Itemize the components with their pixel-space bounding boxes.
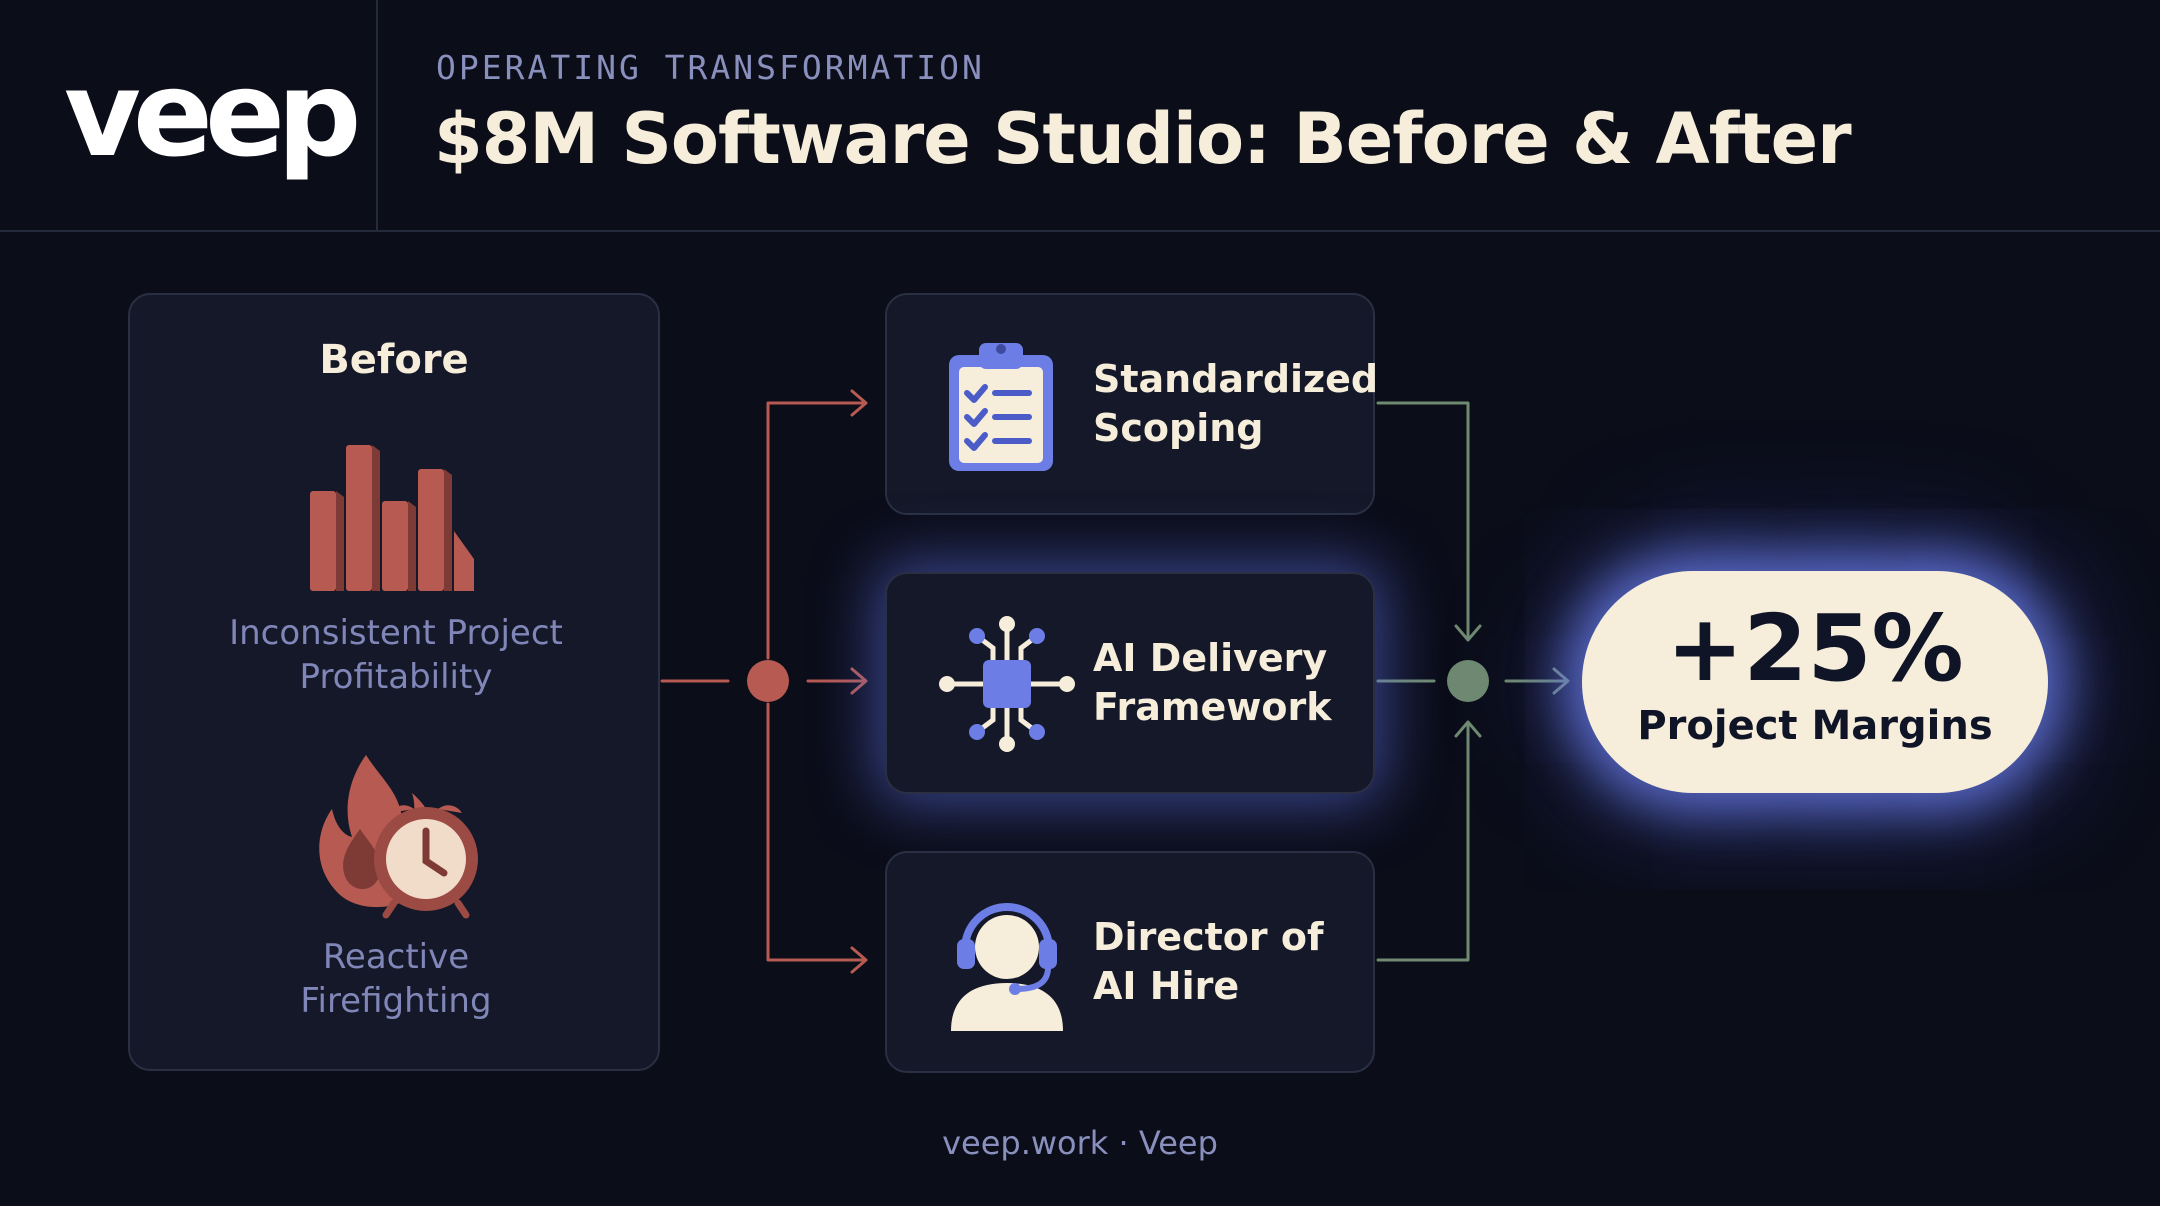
label-line: Standardized: [1093, 357, 1379, 401]
before-hub-node: [747, 660, 789, 702]
label-line: Director of: [1093, 915, 1324, 959]
result-value: +25%: [1666, 595, 1964, 702]
declining-bar-chart-icon: [310, 445, 474, 591]
veep-logo: veep: [64, 45, 361, 183]
before-title: Before: [319, 337, 469, 383]
headset-person-icon: [951, 903, 1063, 1031]
page-title: $8M Software Studio: Before & After: [434, 98, 1852, 180]
label-line: Inconsistent Project: [229, 613, 563, 653]
result-label: Project Margins: [1637, 703, 1993, 749]
before-item-label: Inconsistent Project Profitability: [150, 611, 642, 699]
label-line: Scoping: [1093, 406, 1264, 450]
fire-alarm-clock-icon: [319, 755, 478, 919]
label-line: Firefighting: [300, 981, 492, 1021]
before-item-label: Reactive Firefighting: [150, 935, 642, 1023]
before-panel: Before Inconsistent Project Profitabilit…: [128, 293, 660, 1071]
arrow-head-step-1: [850, 389, 868, 417]
arrow-head-hub-bottom: [1454, 720, 1482, 738]
step-card-ai-delivery-framework: AI Delivery Framework: [885, 572, 1375, 794]
connector-step-1-to-hub: [1376, 401, 1470, 640]
step-card-standardized-scoping: Standardized Scoping: [885, 293, 1378, 515]
label-line: Framework: [1093, 685, 1332, 729]
after-hub-node: [1447, 660, 1489, 702]
label-line: AI Delivery: [1093, 636, 1328, 680]
label-line: Reactive: [322, 937, 470, 977]
arrow-head-step-2: [850, 667, 868, 695]
label-line: AI Hire: [1093, 964, 1240, 1008]
result-pill: +25% Project Margins: [1582, 571, 2048, 793]
step-label: Standardized Scoping: [1093, 295, 1378, 513]
connector-hub-to-step-1: [766, 401, 866, 660]
arrow-head-result: [1552, 667, 1570, 695]
eyebrow-label: OPERATING TRANSFORMATION: [436, 48, 985, 87]
step-card-director-of-ai-hire: Director of AI Hire: [885, 851, 1375, 1073]
ai-network-chip-icon: [939, 616, 1075, 752]
arrow-head-step-3: [850, 946, 868, 974]
label-line: Profitability: [299, 657, 493, 697]
connector-step-3-to-hub: [1376, 722, 1470, 962]
footer-credit: veep.work · Veep: [942, 1124, 1218, 1162]
header: veep OPERATING TRANSFORMATION $8M Softwa…: [0, 0, 2160, 232]
connector-hub-to-step-3: [766, 702, 866, 962]
arrow-head-hub-top: [1454, 624, 1482, 642]
step-label: Director of AI Hire: [1093, 853, 1363, 1071]
step-label: AI Delivery Framework: [1093, 574, 1363, 792]
clipboard-checklist-icon: [949, 343, 1053, 471]
header-divider: [376, 0, 378, 230]
